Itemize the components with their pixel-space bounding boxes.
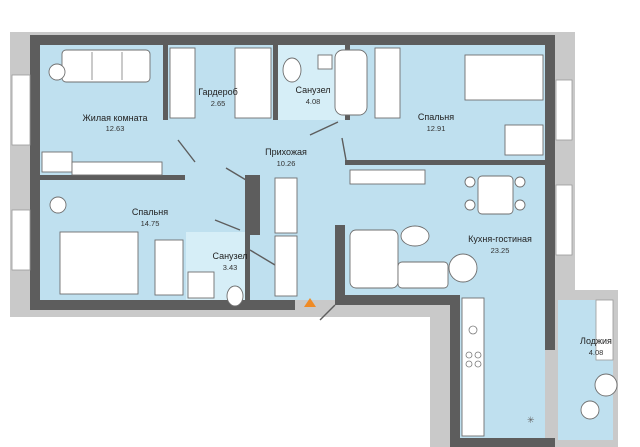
wall-living-bedroom <box>40 175 185 180</box>
room-name-kitchen: Кухня-гостиная <box>468 234 532 244</box>
sink-top <box>317 54 333 70</box>
room-area-bedroom-right: 12.91 <box>427 124 446 133</box>
window-bedroom-right <box>555 79 573 141</box>
room-name-wardrobe: Гардероб <box>198 87 238 97</box>
fridge-icon: ✳ <box>527 415 535 425</box>
bed-right <box>464 54 544 101</box>
kitchen-counter <box>461 297 485 437</box>
wall-top <box>30 35 555 45</box>
window-loggia <box>595 299 614 361</box>
room-area-living: 12.63 <box>106 124 125 133</box>
room-area-kitchen: 23.25 <box>491 246 510 255</box>
wall-right <box>545 35 555 350</box>
armchair-living <box>48 63 66 81</box>
room-labels: Жилая комната 12.63 Гардероб 2.65 Санузе… <box>82 85 612 357</box>
sink-kitchen <box>468 325 478 335</box>
window-bedroom-left <box>11 209 31 271</box>
door-bedroom-right <box>341 137 347 161</box>
hob-icon <box>465 351 482 368</box>
shower <box>187 271 215 299</box>
room-area-loggia: 4.08 <box>589 348 604 357</box>
room-area-wardrobe: 2.65 <box>211 99 226 108</box>
dining-table <box>477 175 514 215</box>
bed-left <box>59 231 139 295</box>
wardrobe-left <box>154 239 184 296</box>
walls <box>30 35 555 447</box>
wall-bottom-mid <box>335 295 460 305</box>
door-bedroom-left <box>214 219 241 231</box>
desk-right <box>504 124 544 156</box>
entrance-arrow-icon <box>304 298 316 307</box>
wardrobe-hanger <box>234 47 272 119</box>
doors <box>177 121 347 321</box>
wall-bottom-left <box>30 300 295 310</box>
sofa-kitchen-wing <box>397 261 449 289</box>
wardrobe-shelves <box>169 47 196 119</box>
tv-stand-living <box>71 161 163 176</box>
dining-chair <box>464 199 476 211</box>
hall-shoe-rack <box>274 235 298 297</box>
room-name-bedroom-right: Спальня <box>418 112 454 122</box>
sofa-living <box>61 49 151 83</box>
room-name-bedroom-left: Спальня <box>132 207 168 217</box>
wall-hall-column <box>245 175 260 235</box>
dining-chair <box>464 176 476 188</box>
coffee-table <box>400 225 430 247</box>
loggia-armchair <box>594 373 618 397</box>
wall-bedroom-kitchen <box>345 160 545 165</box>
tv-stand-kitchen <box>349 169 426 185</box>
window-living <box>11 74 31 146</box>
room-name-living: Жилая комната <box>82 113 147 123</box>
wall-left <box>30 35 40 310</box>
door-living <box>177 139 196 163</box>
room-area-bedroom-left: 14.75 <box>141 219 160 228</box>
room-area-bath-top: 4.08 <box>306 97 321 106</box>
door-bath-top <box>309 121 339 136</box>
wardrobe-right <box>374 47 401 119</box>
door-bath-bottom <box>249 249 276 266</box>
room-name-bath-bottom: Санузел <box>212 251 247 261</box>
room-name-loggia: Лоджия <box>580 336 612 346</box>
wall-hall-kitchen <box>335 225 345 300</box>
toilet-top <box>282 57 302 83</box>
door-hall <box>225 167 247 181</box>
loggia-table <box>580 400 600 420</box>
dining-chair <box>514 199 526 211</box>
wall-nook-bottom <box>450 438 555 447</box>
toilet-bottom <box>226 285 244 307</box>
chair-bedroom-left <box>49 196 67 214</box>
wall-nook-left <box>450 295 460 447</box>
dining-chair <box>514 176 526 188</box>
window-kitchen <box>555 184 573 256</box>
room-name-hall: Прихожая <box>265 147 307 157</box>
armchair-kitchen <box>448 253 478 283</box>
door-entrance <box>319 304 336 321</box>
room-area-hall: 10.26 <box>277 159 296 168</box>
wall-wardrobe-bath <box>273 45 278 120</box>
wall-living-wardrobe <box>163 45 168 120</box>
room-area-bath-bottom: 3.43 <box>223 263 238 272</box>
hall-closet <box>274 177 298 234</box>
wall-bath-right <box>245 232 250 300</box>
room-name-bath-top: Санузел <box>295 85 330 95</box>
desk-living <box>41 151 73 173</box>
windows <box>11 74 614 361</box>
bathtub <box>334 49 368 116</box>
sofa-kitchen <box>349 229 399 289</box>
